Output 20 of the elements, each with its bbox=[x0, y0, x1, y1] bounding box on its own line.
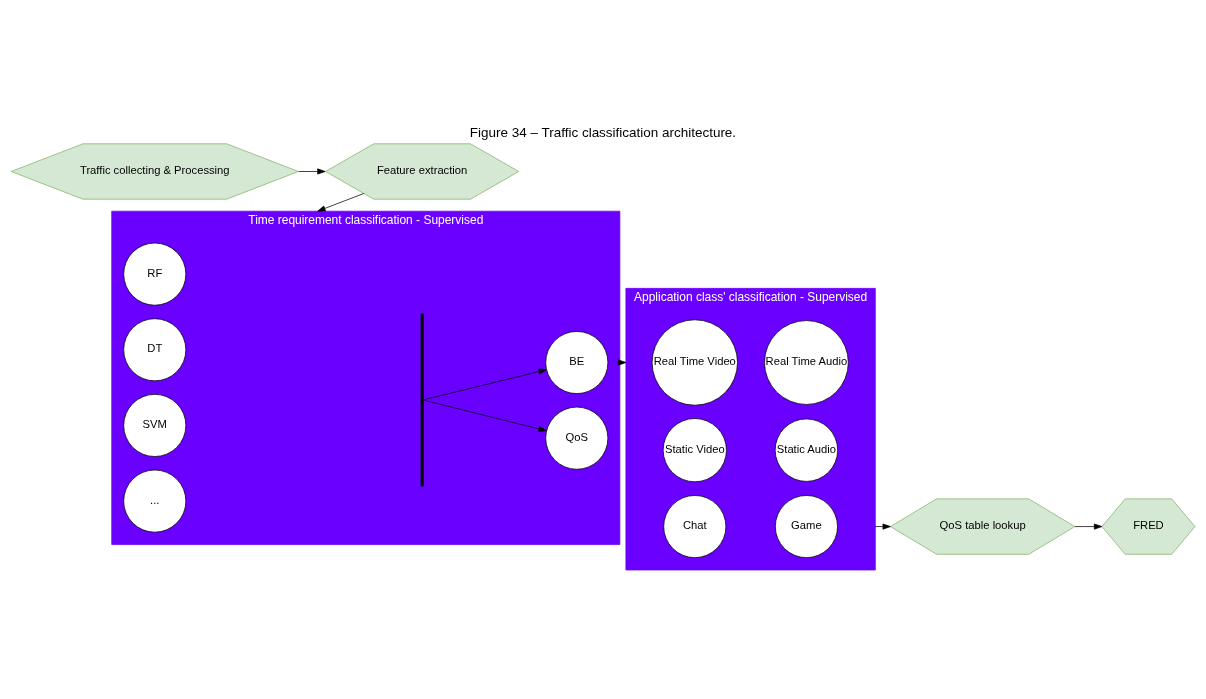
node-circle: Real Time Video bbox=[651, 319, 738, 406]
arrow bbox=[422, 368, 547, 401]
node-circle: DT bbox=[123, 318, 187, 382]
node-bar bbox=[420, 313, 424, 487]
node-circle: Static Audio bbox=[774, 418, 839, 482]
arrow bbox=[317, 193, 365, 212]
node-circle: SVM bbox=[123, 393, 187, 457]
node-circle: Static Video bbox=[662, 418, 727, 483]
arrow bbox=[298, 168, 326, 175]
node-circle: Game bbox=[774, 495, 838, 559]
node-circle: Real Time Audio bbox=[764, 320, 849, 405]
arrow bbox=[1074, 523, 1103, 530]
node-circle: RF bbox=[123, 242, 187, 306]
arrow bbox=[874, 523, 891, 530]
node-circle: QoS bbox=[545, 406, 609, 470]
arrow bbox=[422, 399, 547, 432]
node-circle: BE bbox=[545, 331, 609, 394]
diagram-title: Figure 34 – Traffic classification architecture. bbox=[469, 124, 737, 140]
node-circle: ... bbox=[123, 469, 187, 533]
node-circle: Chat bbox=[663, 495, 727, 559]
